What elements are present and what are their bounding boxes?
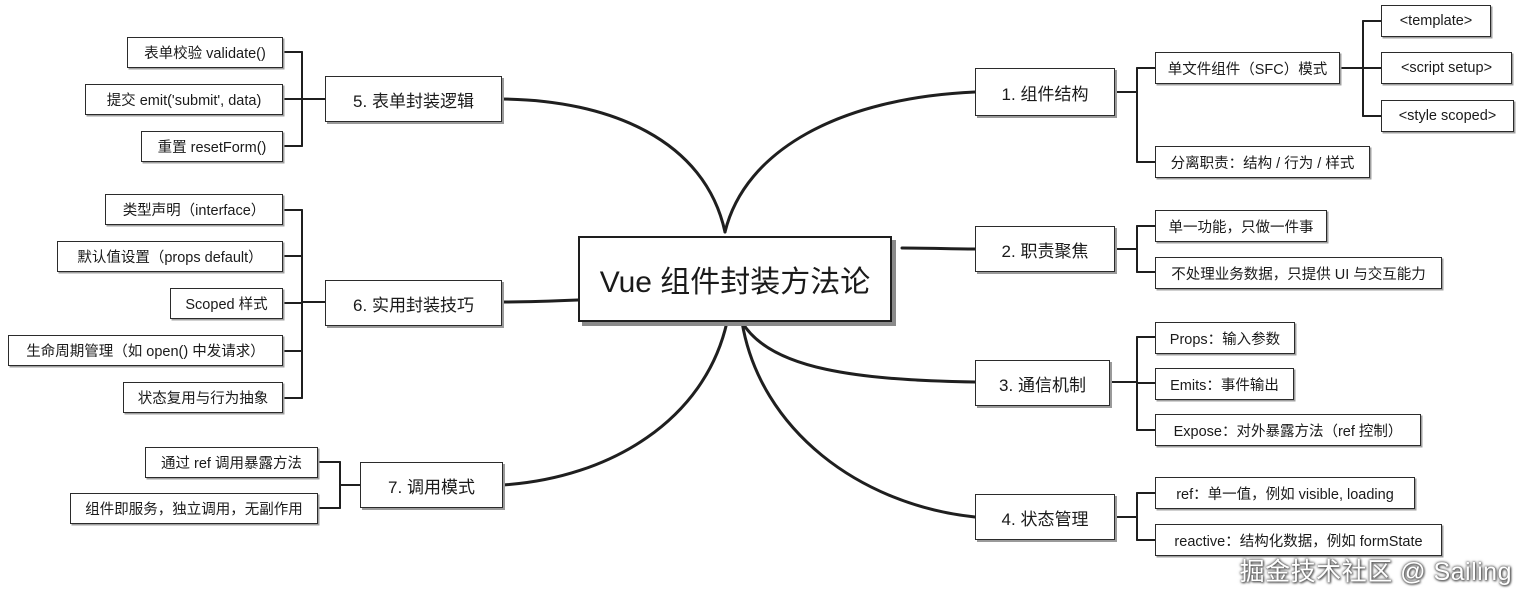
leaf-label: 重置 resetForm() (157, 140, 267, 156)
leaf-label: reactive：结构化数据，例如 formState (1174, 533, 1423, 550)
leaf-state-reuse[interactable]: 状态复用与行为抽象 (123, 382, 283, 413)
leaf-label: 生命周期管理（如 open() 中发请求） (26, 344, 265, 360)
watermark: 掘金技术社区 @ Sailing (1239, 558, 1512, 586)
branch-form-logic[interactable]: 5. 表单封装逻辑 (325, 76, 502, 122)
leaf-single-function[interactable]: 单一功能，只做一件事 (1155, 210, 1327, 242)
leaf-label: Expose：对外暴露方法（ref 控制） (1173, 423, 1403, 440)
leaf-label: 单文件组件（SFC）模式 (1167, 61, 1328, 78)
bracket-b4 (1114, 492, 1156, 541)
branch-label: 1. 组件结构 (1001, 84, 1089, 104)
branch-label: 4. 状态管理 (1001, 509, 1089, 529)
connector-center-b4 (740, 320, 977, 519)
leaf-no-business-data[interactable]: 不处理业务数据，只提供 UI 与交互能力 (1155, 257, 1442, 289)
leaf-emits[interactable]: Emits：事件输出 (1155, 368, 1294, 400)
leaf-label: 提交 emit('submit', data) (106, 93, 262, 109)
bracket-b7 (317, 461, 361, 509)
branch-label: 3. 通信机制 (999, 375, 1086, 395)
leaf-component-service[interactable]: 组件即服务，独立调用，无副作用 (70, 493, 318, 524)
leaf-label: <style scoped> (1398, 108, 1497, 124)
leaf-label: 默认值设置（props default） (77, 250, 263, 266)
leaf-template[interactable]: <template> (1381, 5, 1491, 37)
leaf-label: <script setup> (1400, 60, 1493, 76)
branch-label: 6. 实用封装技巧 (353, 295, 474, 315)
connector-center-b6 (500, 298, 580, 304)
branch-call-mode[interactable]: 7. 调用模式 (360, 462, 503, 508)
leaf-label: <template> (1399, 13, 1473, 29)
leaf-reset[interactable]: 重置 resetForm() (141, 131, 283, 162)
leaf-reactive[interactable]: reactive：结构化数据，例如 formState (1155, 524, 1442, 556)
leaf-sfc-mode[interactable]: 单文件组件（SFC）模式 (1155, 52, 1340, 84)
connector-center-b5 (500, 97, 727, 234)
connector-center-b3 (740, 320, 977, 384)
leaf-script-setup[interactable]: <script setup> (1381, 52, 1512, 84)
branch-responsibility-focus[interactable]: 2. 职责聚焦 (975, 226, 1115, 272)
bracket-b2 (1114, 225, 1156, 273)
branch-label: 5. 表单封装逻辑 (353, 91, 474, 111)
leaf-lifecycle[interactable]: 生命周期管理（如 open() 中发请求） (8, 335, 283, 366)
branch-practical-tips[interactable]: 6. 实用封装技巧 (325, 280, 502, 326)
leaf-ref-call[interactable]: 通过 ref 调用暴露方法 (145, 447, 318, 478)
leaf-label: 分离职责：结构 / 行为 / 样式 (1170, 155, 1355, 172)
leaf-ref[interactable]: ref：单一值，例如 visible, loading (1155, 477, 1415, 509)
leaf-scoped-style[interactable]: Scoped 样式 (170, 288, 283, 319)
branch-state-management[interactable]: 4. 状态管理 (975, 494, 1115, 540)
leaf-label: Scoped 样式 (185, 297, 268, 313)
leaf-label: 表单校验 validate() (144, 46, 266, 62)
leaf-label: 单一功能，只做一件事 (1168, 219, 1314, 236)
leaf-props-default[interactable]: 默认值设置（props default） (57, 241, 283, 272)
leaf-interface[interactable]: 类型声明（interface） (105, 194, 283, 225)
center-topic[interactable]: Vue 组件封装方法论 (578, 236, 892, 322)
bracket-b6 (282, 209, 326, 399)
leaf-label: Emits：事件输出 (1170, 377, 1279, 394)
leaf-expose[interactable]: Expose：对外暴露方法（ref 控制） (1155, 414, 1421, 446)
bracket-b1 (1114, 20, 1382, 163)
leaf-label: 状态复用与行为抽象 (137, 391, 269, 407)
branch-communication[interactable]: 3. 通信机制 (975, 360, 1110, 406)
leaf-label: 不处理业务数据，只提供 UI 与交互能力 (1171, 266, 1426, 283)
connector-center-b2 (900, 246, 977, 251)
leaf-style-scoped[interactable]: <style scoped> (1381, 100, 1514, 132)
leaf-label: 通过 ref 调用暴露方法 (161, 456, 302, 472)
leaf-separation[interactable]: 分离职责：结构 / 行为 / 样式 (1155, 146, 1370, 178)
bracket-b5 (282, 51, 326, 147)
leaf-validate[interactable]: 表单校验 validate() (127, 37, 283, 68)
bracket-b3 (1109, 336, 1156, 431)
leaf-label: 组件即服务，独立调用，无副作用 (85, 502, 303, 518)
leaf-label: 类型声明（interface） (122, 203, 266, 219)
connector-center-b7 (501, 320, 729, 487)
connector-center-b1 (723, 90, 977, 234)
branch-label: 2. 职责聚焦 (1001, 241, 1089, 261)
leaf-label: ref：单一值，例如 visible, loading (1176, 486, 1394, 503)
branch-label: 7. 调用模式 (388, 477, 475, 497)
leaf-submit[interactable]: 提交 emit('submit', data) (85, 84, 283, 115)
center-topic-label: Vue 组件封装方法论 (599, 266, 871, 299)
leaf-label: Props：输入参数 (1169, 331, 1281, 348)
branch-component-structure[interactable]: 1. 组件结构 (975, 68, 1115, 116)
leaf-props[interactable]: Props：输入参数 (1155, 322, 1295, 354)
